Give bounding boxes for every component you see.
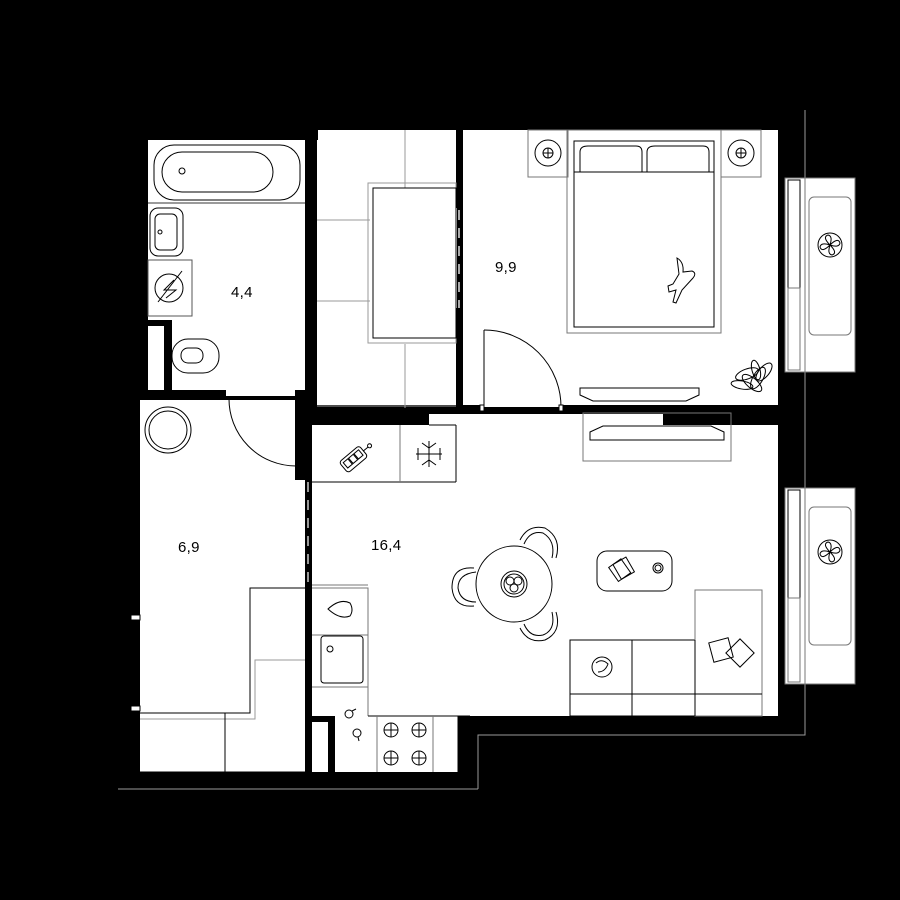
wall <box>305 130 317 408</box>
coffee-table-icon <box>596 550 673 592</box>
bathtub[interactable] <box>154 145 300 200</box>
sink-icon <box>149 207 184 257</box>
wall <box>148 320 172 326</box>
nightstand-left-icon <box>527 129 569 178</box>
double-bed-icon <box>566 129 722 334</box>
wall <box>328 716 335 772</box>
sofa-icon <box>569 589 763 717</box>
wall <box>295 390 307 480</box>
kitchen-counter-bottom <box>312 584 470 772</box>
cat-icon <box>667 257 696 304</box>
nightstand-right-icon <box>720 129 762 178</box>
wardrobe-icon <box>140 587 305 773</box>
wall <box>312 405 429 425</box>
fridge-icon <box>416 441 442 467</box>
sleeping-cat-icon <box>591 656 613 678</box>
bathroom-door-icon <box>228 397 297 467</box>
chair-icon <box>451 526 559 642</box>
double-bed[interactable] <box>567 130 721 333</box>
wall <box>312 716 334 722</box>
wall <box>778 372 785 488</box>
washing-machine-icon <box>147 259 193 317</box>
dining-table-icon <box>475 545 553 623</box>
balcony-bottom-icon <box>784 487 856 685</box>
tv-stand-icon <box>579 387 700 402</box>
bathtub-icon <box>148 144 305 204</box>
room-area-kitchen-living: 16,4 <box>371 537 402 554</box>
wall <box>456 130 463 208</box>
bedroom-floor[interactable] <box>463 130 778 407</box>
room-area-hallway: 6,9 <box>178 539 200 556</box>
room-area-bathroom: 4,4 <box>231 284 253 301</box>
balcony-top-icon <box>784 177 856 373</box>
dining-table[interactable] <box>476 546 552 622</box>
kitchen-sink-icon <box>320 635 364 684</box>
balcony-bottom[interactable] <box>785 488 855 684</box>
stove-icon <box>383 722 427 766</box>
toilet-icon <box>171 338 220 374</box>
coffee-table[interactable] <box>597 551 672 591</box>
bedroom-door-icon <box>479 329 564 412</box>
dishwasher-icon <box>344 708 362 742</box>
faucet-icon <box>327 601 353 618</box>
cutting-board-icon <box>339 443 373 473</box>
wall <box>305 588 312 772</box>
wall <box>140 390 226 398</box>
wardrobe-floor[interactable] <box>317 130 457 408</box>
wall <box>458 716 778 776</box>
entrance-door-icon <box>43 614 141 712</box>
living-floor[interactable] <box>312 414 778 718</box>
entrance-door[interactable] <box>44 615 140 711</box>
closet-shelving-icon <box>317 130 457 408</box>
hallway-floor[interactable] <box>140 400 305 772</box>
wall <box>456 308 463 408</box>
kitchen-counter-top <box>312 424 457 483</box>
balcony-top[interactable] <box>785 178 855 372</box>
kitchen-floor <box>312 700 458 772</box>
pillows-icon <box>708 637 755 668</box>
outer-outline <box>118 110 806 790</box>
room-area-bedroom: 9,9 <box>495 259 517 276</box>
plant-icon <box>730 359 773 393</box>
wall <box>148 130 318 140</box>
wall <box>663 405 778 425</box>
closet-rack-icon <box>372 187 457 339</box>
sofa[interactable] <box>570 590 762 716</box>
wall <box>778 130 785 178</box>
tv-console-icon <box>582 412 732 462</box>
wall <box>164 320 172 396</box>
bathroom-floor[interactable] <box>148 140 305 396</box>
round-ottoman-icon <box>144 406 192 454</box>
